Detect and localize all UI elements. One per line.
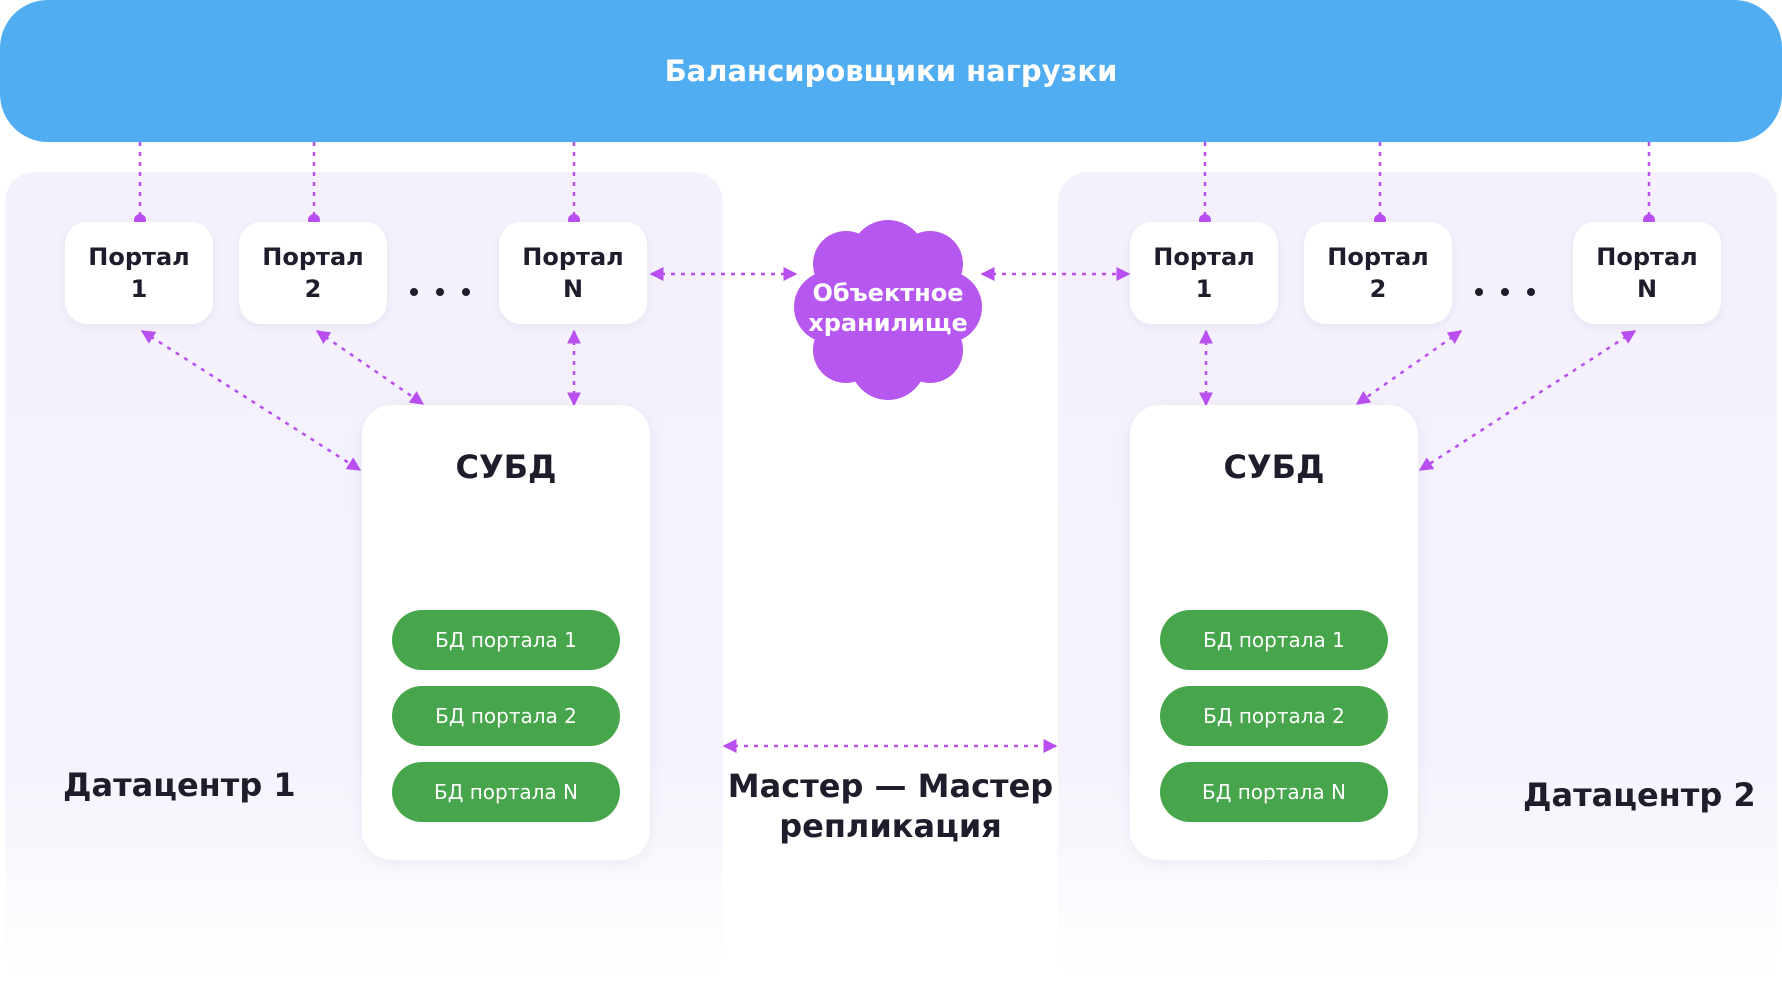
link-dc2-portal-2-dbms [1355, 329, 1463, 406]
db-portal-2: БД портала 2 [392, 686, 620, 746]
portal-title: Портал [262, 243, 364, 271]
dc1-dbms: СУБД БД портала 1 БД портала 2 БД портал… [362, 405, 650, 860]
db-portal-1: БД портала 1 [1160, 610, 1388, 670]
dc2-portal-n: Портал N [1573, 222, 1721, 324]
portal-id: 1 [130, 275, 148, 303]
replication-label-line-1: Мастер — Мастер [727, 767, 1054, 805]
portal-title: Портал [1153, 243, 1255, 271]
dc1-portal-n: Портал N [499, 222, 647, 324]
object-storage-label: Объектное хранилище [788, 278, 988, 338]
db-portal-1: БД портала 1 [392, 610, 620, 670]
portal-title: Портал [522, 243, 624, 271]
portal-title: Портал [1327, 243, 1429, 271]
link-dc1-portal-2-dbms [315, 329, 425, 406]
dbms-title: СУБД [455, 448, 557, 486]
portal-id: N [1636, 275, 1658, 303]
portal-id: 2 [1369, 275, 1387, 303]
portal-title: Портал [88, 243, 190, 271]
dbms-title: СУБД [1223, 448, 1325, 486]
portal-title: Портал [1596, 243, 1698, 271]
db-portal-2: БД портала 2 [1160, 686, 1388, 746]
dc2-portal-ellipsis [1475, 288, 1535, 298]
dc2-portal-2: Портал 2 [1304, 222, 1452, 324]
portal-id: 1 [1195, 275, 1213, 303]
db-portal-n: БД портала N [1160, 762, 1388, 822]
load-balancers-label: Балансировщики нагрузки [664, 54, 1118, 88]
replication-label-line-2: репликация [779, 807, 1002, 845]
portal-id: N [562, 275, 584, 303]
portal-id: 2 [304, 275, 322, 303]
link-dc2-portal-n-dbms [1418, 329, 1637, 472]
object-storage-label-line-1: Объектное [812, 279, 964, 307]
dc1-portal-ellipsis [410, 288, 470, 298]
dc2-portal-1: Портал 1 [1130, 222, 1278, 324]
load-balancers-bar: Балансировщики нагрузки [0, 0, 1782, 142]
dc2-dbms: СУБД БД портала 1 БД портала 2 БД портал… [1130, 405, 1418, 860]
datacenter-1-label: Датацентр 1 [63, 766, 296, 804]
db-portal-n: БД портала N [392, 762, 620, 822]
dc1-portal-2: Портал 2 [239, 222, 387, 324]
dc1-portal-1: Портал 1 [65, 222, 213, 324]
replication-label: Мастер — Мастер репликация [723, 766, 1058, 846]
datacenter-2-label: Датацентр 2 [1523, 776, 1756, 814]
object-storage-label-line-2: хранилище [808, 309, 968, 337]
link-dc1-portal-1-dbms [140, 329, 362, 472]
